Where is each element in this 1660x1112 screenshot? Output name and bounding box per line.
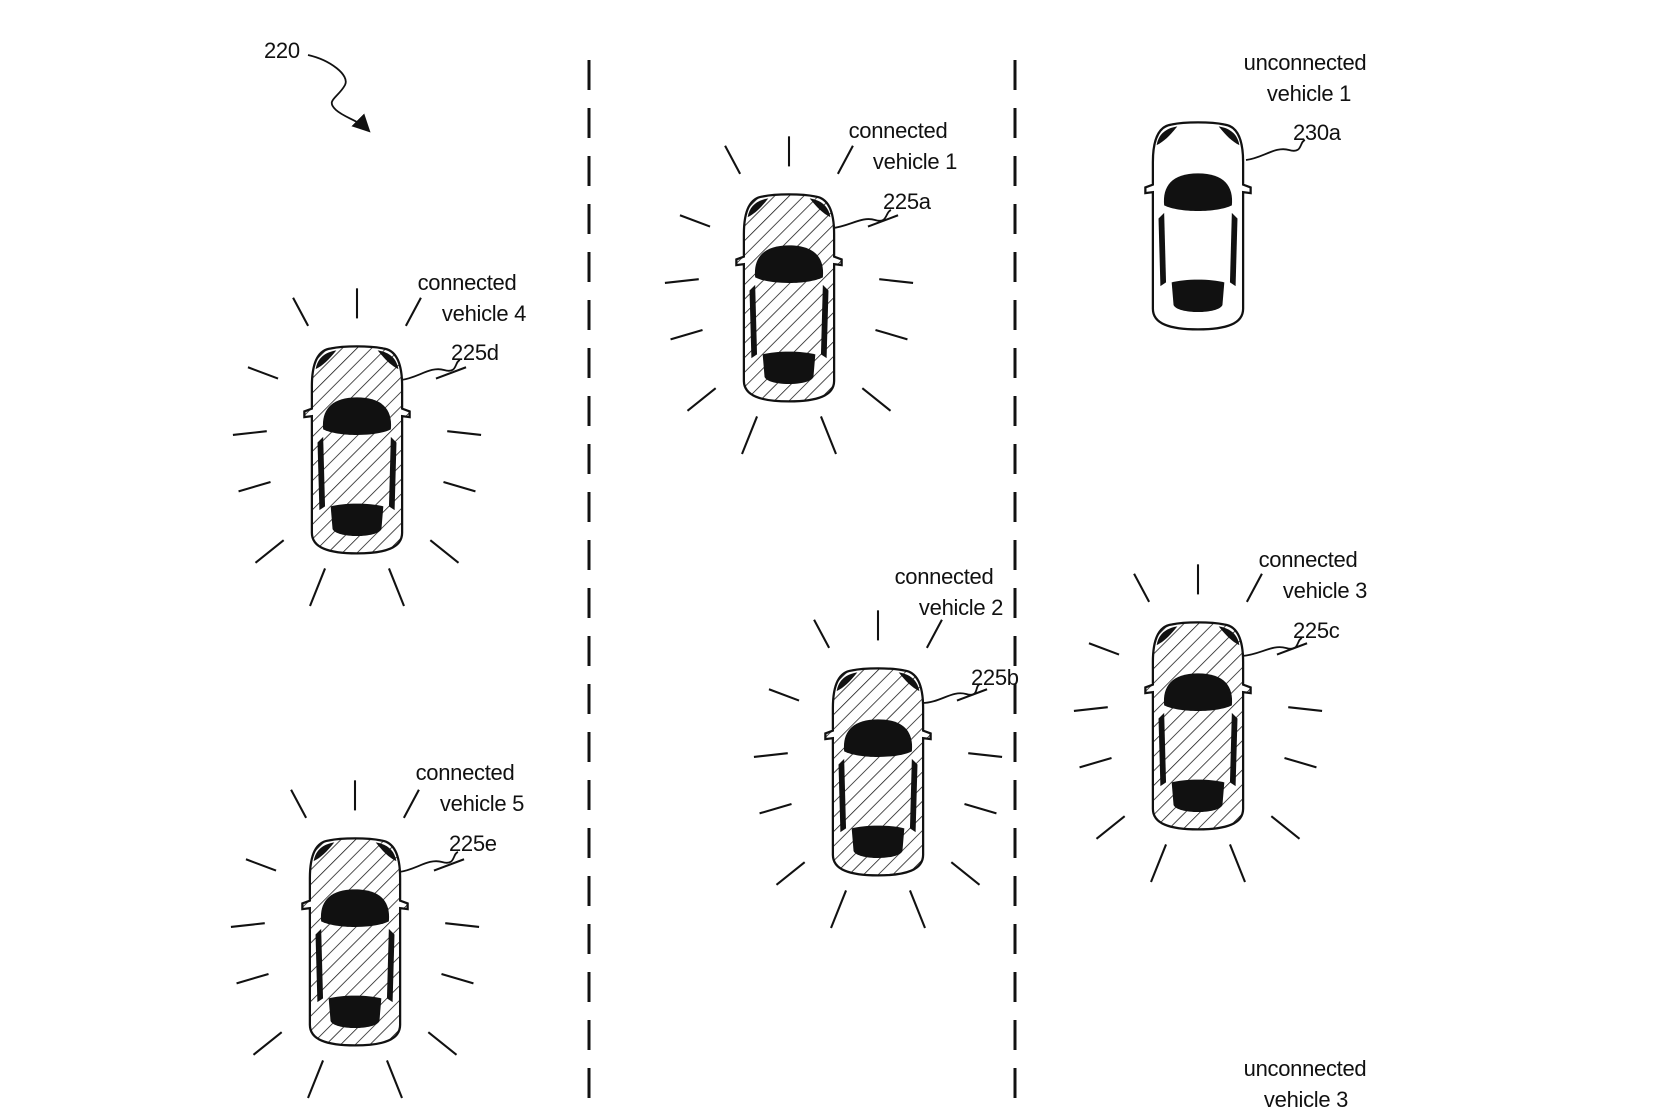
connected-vehicle-v1-car <box>664 136 914 455</box>
vehicles-layer <box>230 121 1323 1099</box>
unconnected-vehicle-u1-car <box>1144 121 1252 331</box>
leader-line-v2 <box>921 683 981 704</box>
vehicle-5-name-line1: connected <box>415 760 515 785</box>
vehicle-1-name-line2: vehicle 1 <box>872 149 958 174</box>
leader-line-v3 <box>1241 637 1303 657</box>
vehicle-2-name-line1: connected <box>894 564 994 589</box>
vehicle-4-name-line2: vehicle 4 <box>441 301 527 326</box>
unconnected-vehicle-1-name-line1: unconnected <box>1243 50 1367 75</box>
connected-vehicle-v4-car <box>232 288 482 607</box>
connected-vehicle-v5-car <box>230 780 480 1099</box>
vehicle-4-ref: 225d <box>451 340 499 365</box>
connected-vehicle-v2-car <box>753 610 1003 929</box>
vehicle-1-name-line1: connected <box>848 118 948 143</box>
vehicle-2-name-line2: vehicle 2 <box>918 595 1004 620</box>
unconnected-vehicle-1-name-line2: vehicle 1 <box>1266 81 1352 106</box>
unconnected-vehicle-1-ref: 230a <box>1293 120 1341 145</box>
signal-rays-v5 <box>230 780 480 1099</box>
unconnected-vehicle-3-name-line1: unconnected <box>1243 1056 1367 1081</box>
vehicle-5-name-line2: vehicle 5 <box>439 791 525 816</box>
signal-rays-v2 <box>753 610 1003 929</box>
vehicle-3-name-line1: connected <box>1258 547 1358 572</box>
leader-line-u1 <box>1245 139 1306 161</box>
signal-rays-v1 <box>664 136 914 455</box>
figure-ref-label: 220 <box>264 38 300 63</box>
leader-line-v5 <box>398 851 459 873</box>
vehicle-2-ref: 225b <box>971 665 1019 690</box>
vehicle-3-name-line2: vehicle 3 <box>1282 578 1368 603</box>
unconnected-vehicle-3-name-line2: vehicle 3 <box>1263 1087 1349 1112</box>
figure-ref-arrow <box>307 54 371 133</box>
leader-line-v1 <box>832 209 892 229</box>
connected-vehicle-v3-car <box>1073 564 1323 883</box>
leader-line-v4 <box>400 359 461 381</box>
vehicle-3-ref: 225c <box>1293 618 1340 643</box>
vehicle-4-name-line1: connected <box>417 270 517 295</box>
signal-rays-v4 <box>232 288 482 607</box>
vehicle-1-ref: 225a <box>883 189 931 214</box>
vehicle-5-ref: 225e <box>449 831 497 856</box>
signal-rays-v3 <box>1073 564 1323 883</box>
